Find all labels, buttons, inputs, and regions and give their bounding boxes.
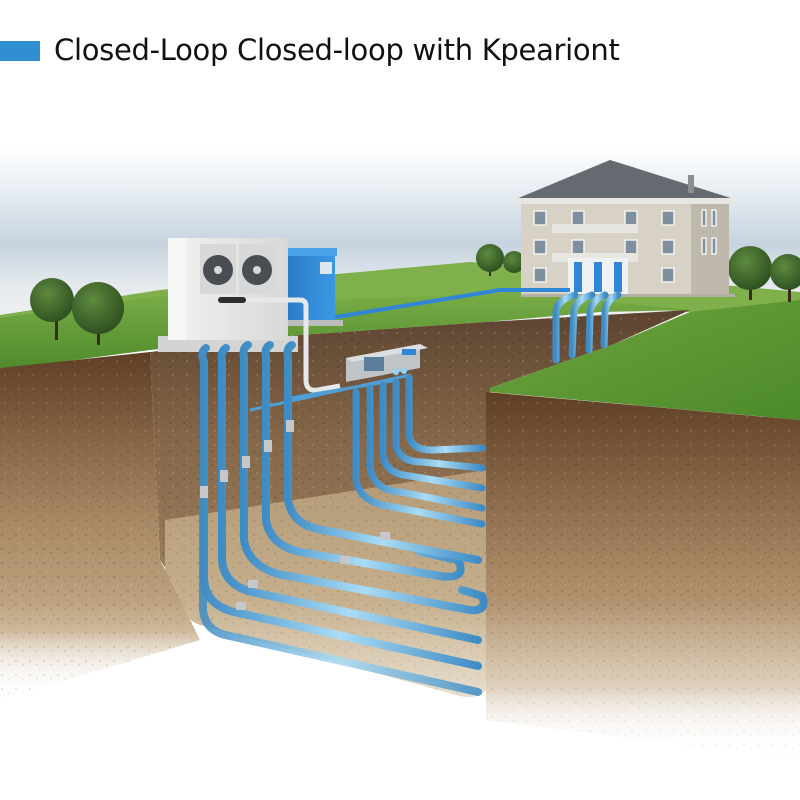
apartment-building	[516, 160, 735, 297]
building-riser-manifolds	[568, 258, 628, 294]
title-accent-swatch	[0, 41, 40, 61]
trees-right	[728, 246, 800, 302]
trees-left	[30, 278, 124, 345]
building-supply-risers	[552, 291, 622, 364]
horizontal-ground-loops	[198, 341, 488, 696]
pipe-couplings	[200, 420, 390, 610]
header-pipes	[249, 373, 411, 412]
page-title: Closed-Loop Closed-loop with Kpeariont	[54, 33, 620, 67]
title-bar: Closed-Loop Closed-loop with Kpeariont	[0, 0, 800, 100]
trees-mid	[476, 244, 525, 276]
grass-right	[490, 300, 800, 420]
building-supply-line	[329, 288, 570, 320]
blue-buffer-tank	[283, 248, 343, 326]
manifold-box	[346, 344, 428, 382]
ground-fade	[0, 600, 800, 800]
